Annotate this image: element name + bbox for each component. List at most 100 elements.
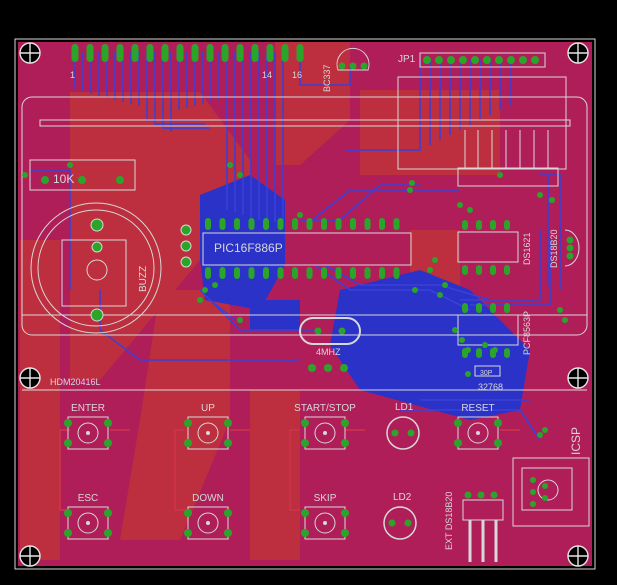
jp1-header[interactable] (419, 52, 546, 68)
crystal-4mhz[interactable] (299, 317, 361, 372)
mcu-pin (350, 267, 356, 279)
chip-pin (504, 220, 510, 230)
led-2[interactable] (383, 506, 417, 540)
chip-pin (462, 265, 468, 275)
mcu-pic16f886[interactable] (202, 218, 412, 279)
mcu-pin (234, 218, 240, 230)
mcu-pin (306, 267, 313, 279)
ext-ds18b20-connector[interactable] (462, 491, 504, 563)
buzzer[interactable] (30, 202, 192, 334)
mounting-hole-icon (19, 42, 41, 64)
mcu-pin (219, 267, 226, 279)
jp1-pin (531, 56, 539, 64)
mcu-label: PIC16F886P (214, 241, 283, 255)
potentiometer-10k[interactable] (29, 159, 136, 191)
enter-button[interactable]: ENTER (64, 403, 112, 450)
mcu-pin (205, 267, 211, 279)
lcd-pin (71, 44, 79, 62)
lcd-pin (236, 44, 244, 62)
reset-button[interactable]: RESET (454, 403, 502, 450)
button-label: ESC (78, 493, 99, 504)
transistor-label: BC337 (322, 64, 332, 92)
lcd-label: HDM20416L (50, 377, 101, 387)
mcu-pin (219, 218, 226, 230)
ds18b20-onboard[interactable] (564, 229, 580, 267)
icsp-connector[interactable] (512, 457, 590, 527)
jp1-pin (447, 56, 455, 64)
mounting-hole-icon (567, 545, 589, 567)
mcu-pin (263, 267, 269, 279)
mcu-pin (350, 218, 356, 230)
mcu-pin (234, 267, 240, 279)
button-label: START/STOP (294, 403, 356, 414)
lcd-pin (266, 44, 274, 62)
ds1621-label: DS1621 (522, 232, 532, 265)
chip-pin (476, 303, 482, 313)
mounting-hole-icon (19, 545, 41, 567)
jp1-label: JP1 (398, 54, 416, 65)
skip-button[interactable]: SKIP (301, 493, 349, 540)
led-1[interactable] (386, 416, 420, 450)
down-button[interactable]: DOWN (184, 493, 232, 540)
lcd-pin (251, 44, 259, 62)
lcd-pin (281, 44, 289, 62)
ext-sensor-label: EXT DS18B20 (444, 492, 454, 550)
lcd-pin (191, 44, 199, 62)
chip-pin (476, 348, 482, 358)
buzzer-label: BUZZ (138, 266, 149, 292)
mcu-pin (335, 218, 342, 230)
lcd-pin (101, 44, 109, 62)
lcd-pin-1-label: 1 (70, 70, 75, 80)
lcd-pin (161, 44, 169, 62)
chip-pin (490, 303, 496, 313)
button-label: SKIP (314, 493, 337, 504)
icsp-label: ICSP (569, 427, 583, 455)
button-label: RESET (461, 403, 494, 414)
mcu-pin (248, 218, 255, 230)
transistor-bc337[interactable] (336, 48, 370, 71)
lcd-pin-16-label: 16 (292, 70, 302, 80)
crystal-label: 4MHZ (316, 347, 341, 357)
chip-pin (490, 265, 496, 275)
lcd-pin (206, 44, 214, 62)
capacitor-label: 30P (480, 370, 493, 377)
jp1-pin (483, 56, 491, 64)
crystal-rtc-label: 32768 (478, 382, 503, 392)
jp1-pin (519, 56, 527, 64)
lcd-header-pins (71, 44, 304, 62)
led2-label: LD2 (393, 492, 412, 503)
mounting-hole-icon (19, 367, 41, 389)
bottom-traces (30, 52, 561, 441)
mcu-pin (364, 218, 371, 230)
chip-pin (504, 265, 510, 275)
top-copper-layer (20, 42, 500, 560)
board-fill-bottom (18, 390, 592, 566)
led1-label: LD1 (395, 402, 414, 413)
jp1-pin (507, 56, 515, 64)
right-connector (397, 76, 567, 187)
jp1-pin (435, 56, 443, 64)
jp1-pin (471, 56, 479, 64)
ds1621-chip[interactable] (457, 220, 519, 275)
start-stop-button[interactable]: START/STOP (294, 403, 356, 450)
chip-pin (490, 220, 496, 230)
chip-pin (476, 220, 482, 230)
mcu-pin (335, 267, 342, 279)
lcd-pin (146, 44, 154, 62)
lcd-pin (86, 44, 94, 62)
chip-pin (504, 348, 510, 358)
lcd-pin-14-label: 14 (262, 70, 272, 80)
vias (22, 162, 568, 438)
up-button[interactable]: UP (184, 403, 232, 450)
lcd-pin (131, 44, 139, 62)
esc-button[interactable]: ESC (64, 493, 112, 540)
mcu-pin (205, 218, 211, 230)
lcd-pin (176, 44, 184, 62)
mcu-pin (321, 267, 327, 279)
mcu-pin (379, 267, 385, 279)
top-traces (59, 429, 520, 511)
mcu-pin (306, 218, 313, 230)
crystal-32768[interactable] (465, 365, 501, 377)
jp1-pin (495, 56, 503, 64)
